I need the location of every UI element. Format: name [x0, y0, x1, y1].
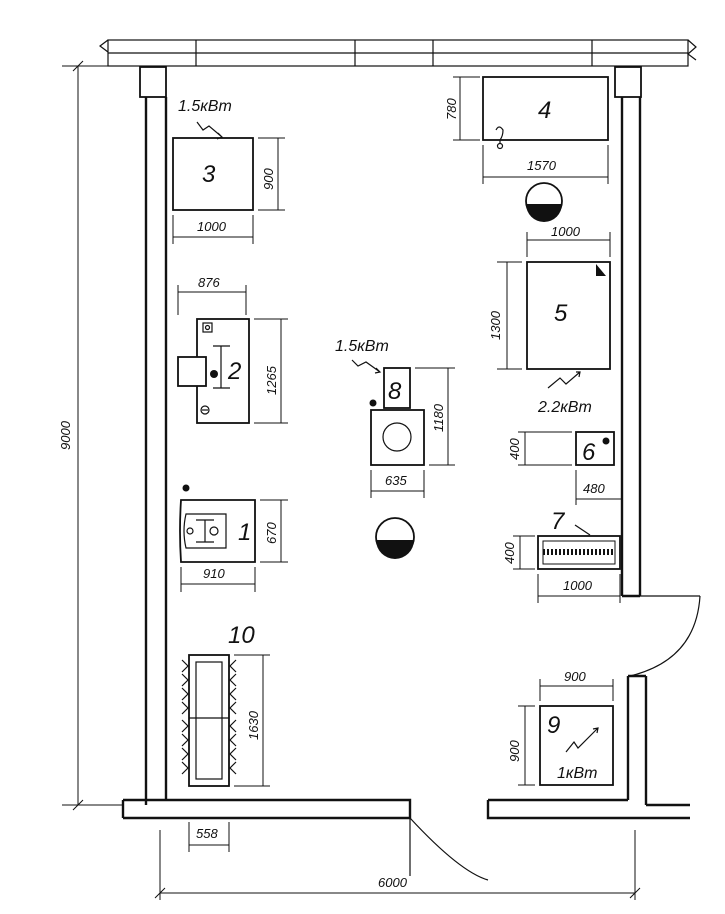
equipment-8-power: 1.5кВт	[335, 338, 389, 355]
equipment-6: 6 400 480	[507, 431, 622, 505]
equipment-8-number: 8	[388, 378, 402, 405]
overall-height-dimension: 9000	[58, 60, 140, 811]
equipment-5-power: 2.2кВт	[537, 399, 592, 416]
overall-width-dimension: 6000	[154, 830, 641, 900]
side-door	[629, 595, 701, 677]
top-wall	[99, 39, 697, 67]
left-wall	[144, 97, 168, 805]
equipment-4-number: 4	[538, 97, 551, 124]
equipment-2-number: 2	[227, 358, 241, 385]
equipment-1-number: 1	[238, 519, 251, 546]
equipment-3-depth: 900	[261, 168, 276, 190]
equipment-9-width: 900	[564, 669, 586, 684]
column-left	[139, 66, 167, 98]
equipment-1-depth: 670	[264, 522, 279, 544]
equipment-4: 4 1570 780	[444, 76, 609, 184]
sink-1	[525, 182, 563, 222]
equipment-10-number: 10	[228, 622, 255, 649]
equipment-2-depth: 1265	[264, 365, 279, 395]
right-wall	[620, 97, 648, 805]
equipment-7-number: 7	[551, 508, 566, 535]
equipment-2: 2 876 1265	[177, 275, 288, 424]
equipment-10-rollers	[181, 659, 237, 775]
equipment-9: 9 1кВт 900 900	[507, 669, 614, 786]
equipment-3-power: 1.5кВт	[178, 98, 232, 115]
equipment-9-power: 1кВт	[557, 765, 597, 782]
equipment-10: 10 1630 558	[181, 622, 270, 852]
sink-2	[375, 517, 415, 559]
equipment-7: 7 400 1000	[502, 508, 621, 603]
overall-height-label: 9000	[58, 420, 73, 450]
equipment-5: 5 1000 1300 2.2кВт	[488, 224, 611, 416]
column-right	[614, 66, 642, 98]
overall-width-label: 6000	[378, 875, 408, 890]
equipment-9-depth: 900	[507, 740, 522, 762]
equipment-7-width: 1000	[563, 578, 593, 593]
equipment-6-depth: 400	[507, 438, 522, 460]
equipment-4-width: 1570	[527, 158, 557, 173]
equipment-4-depth: 780	[444, 98, 459, 120]
equipment-8-width: 635	[385, 473, 407, 488]
bottom-wall	[121, 798, 690, 820]
equipment-8: 1.5кВт 8 1180 635	[335, 338, 455, 498]
equipment-3-width: 1000	[197, 219, 227, 234]
equipment-8-depth: 1180	[431, 403, 446, 432]
equipment-5-width: 1000	[551, 224, 581, 239]
equipment-2-width: 876	[198, 275, 220, 290]
equipment-5-number: 5	[554, 300, 568, 327]
equipment-3: 3 1.5кВт 1000 900	[172, 98, 285, 244]
equipment-10-width: 558	[196, 826, 218, 841]
equipment-1-width: 910	[203, 566, 225, 581]
equipment-10-depth: 1630	[246, 710, 261, 740]
equipment-9-number: 9	[547, 712, 560, 739]
entrance-door	[409, 817, 489, 881]
equipment-3-number: 3	[202, 161, 216, 188]
equipment-6-number: 6	[582, 439, 596, 466]
equipment-1: 1 670 910	[179, 484, 288, 592]
equipment-5-depth: 1300	[488, 310, 503, 340]
equipment-7-depth: 400	[502, 542, 517, 564]
equipment-6-width: 480	[583, 481, 605, 496]
